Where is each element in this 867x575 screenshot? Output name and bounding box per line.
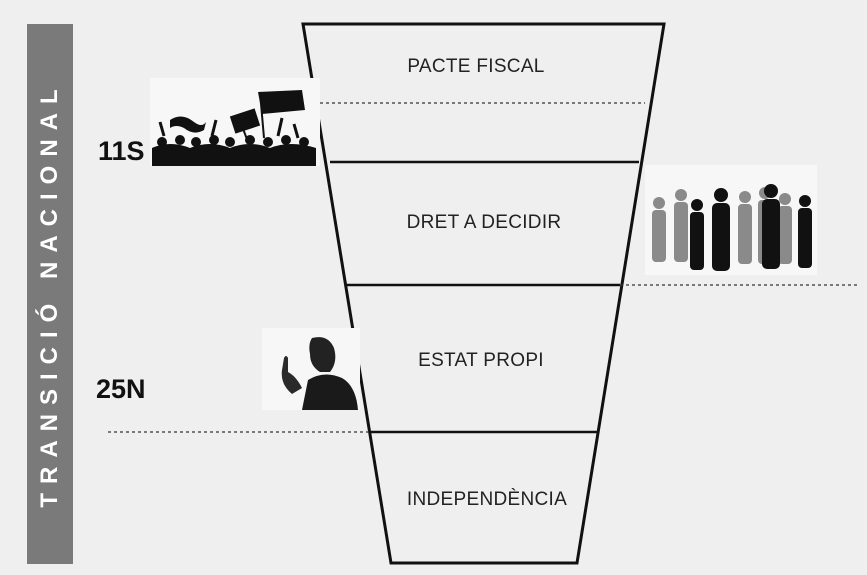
protest-crowd-icon (150, 78, 320, 166)
stage-independencia: INDEPENDÈNCIA (406, 489, 568, 510)
stage-estat-propi: ESTAT PROPI (418, 350, 544, 371)
speaker-silhouette-icon (262, 328, 360, 410)
stage-dret-a-decidir: DRET A DECIDIR (406, 212, 562, 233)
sidebar-banner (27, 24, 73, 564)
people-crowd-icon (645, 165, 817, 275)
date-25n: 25N (96, 374, 146, 404)
funnel-outline (301, 22, 666, 565)
stage-pacte-fiscal: PACTE FISCAL (407, 56, 545, 77)
date-11s: 11S (98, 136, 145, 166)
